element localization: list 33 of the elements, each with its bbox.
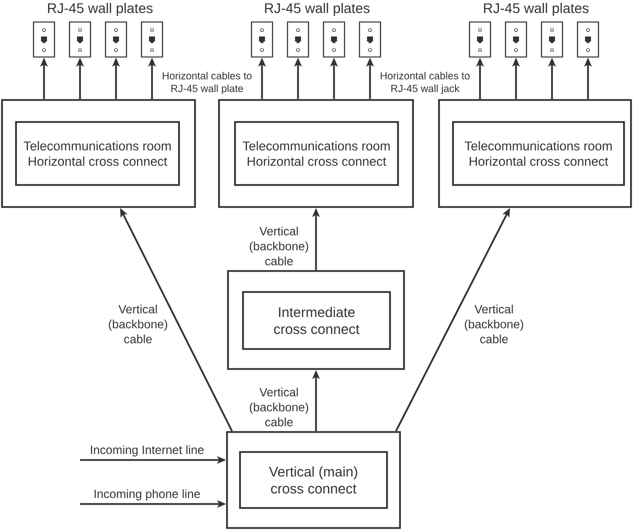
cross-connect-box: Intermediate cross connect bbox=[242, 291, 391, 350]
wall-plate bbox=[468, 21, 492, 58]
wall-plate bbox=[576, 21, 600, 58]
edge-label: Incoming phone line bbox=[94, 489, 200, 500]
frame-box bbox=[218, 99, 414, 208]
frame-box bbox=[227, 270, 405, 370]
edge-label: Vertical (backbone) cable bbox=[464, 304, 524, 344]
wall-plate bbox=[540, 21, 564, 58]
frame-box bbox=[226, 431, 401, 529]
wall-plate bbox=[358, 21, 382, 58]
frame-box bbox=[1, 99, 196, 208]
wall-plate bbox=[322, 21, 346, 58]
wall-plate bbox=[32, 21, 56, 58]
wall-plate bbox=[504, 21, 528, 58]
edge-label: Vertical (backbone) cable bbox=[250, 388, 308, 426]
heading: RJ-45 wall plates bbox=[265, 2, 370, 16]
wall-plate bbox=[140, 21, 164, 58]
cross-connect-box: Telecommunications room Horizontal cross connect bbox=[452, 121, 625, 186]
annotation: Horizontal cables to RJ-45 wall jack bbox=[380, 72, 470, 94]
heading: RJ-45 wall plates bbox=[484, 2, 589, 16]
edge-label: Vertical (backbone) cable bbox=[250, 226, 308, 266]
cross-connect-box: Vertical (main) cross connect bbox=[239, 451, 388, 509]
annotation: Horizontal cables to RJ-45 wall plate bbox=[162, 72, 252, 94]
heading: RJ-45 wall plates bbox=[48, 2, 153, 16]
edge-label: Incoming Internet line bbox=[90, 445, 204, 456]
wall-plate bbox=[104, 21, 128, 58]
frame-box bbox=[438, 99, 632, 208]
edge-label: Vertical (backbone) cable bbox=[108, 304, 168, 344]
wall-plate bbox=[68, 21, 92, 58]
cross-connect-box: Telecommunications room Horizontal cross connect bbox=[15, 121, 180, 186]
wall-plate bbox=[250, 21, 274, 58]
cross-connect-box: Telecommunications room Horizontal cross connect bbox=[234, 121, 399, 186]
wall-plate bbox=[286, 21, 310, 58]
